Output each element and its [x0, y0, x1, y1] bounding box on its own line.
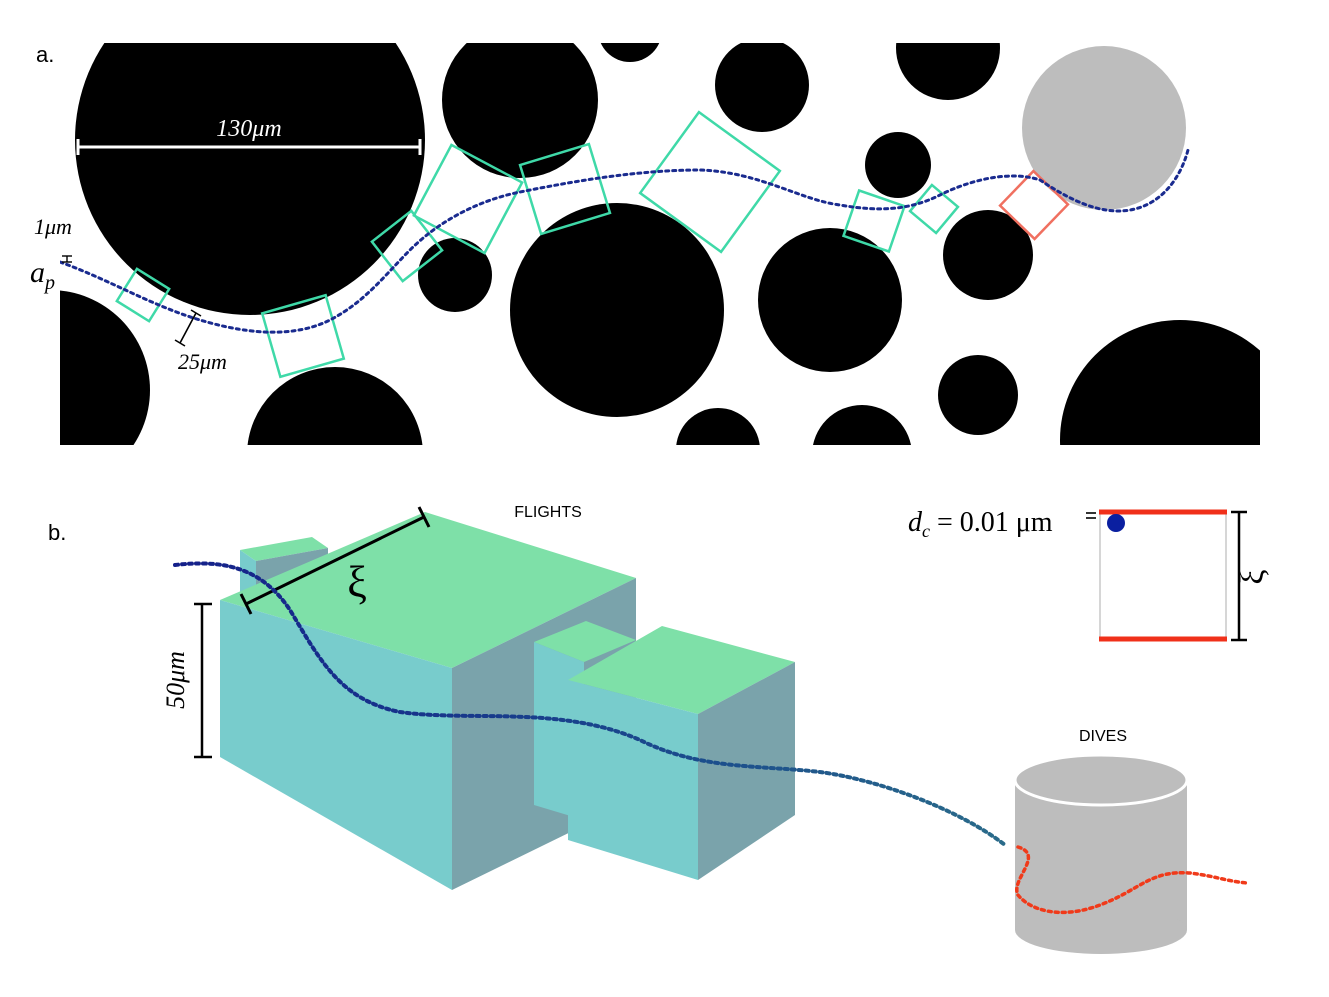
trajectory-a: [60, 148, 1190, 334]
grain: [938, 355, 1018, 435]
scale-bar-1: [62, 255, 72, 263]
flight-box: [412, 143, 524, 255]
xi-inset-label: ξ: [1234, 569, 1271, 584]
cube-top: [568, 626, 795, 714]
panel-b-label: b.: [48, 520, 66, 545]
xi-inset-bar: [1231, 510, 1247, 642]
scale-1-label: 1μm: [34, 214, 72, 239]
scale-130-label: 130μm: [216, 116, 281, 142]
grain: [813, 405, 911, 445]
flight-box: [260, 293, 346, 379]
flight-trajectory: [173, 561, 1007, 847]
grain: [247, 367, 423, 445]
dc-label: dc = 0.01 μm: [908, 507, 1053, 541]
big-block-top: [220, 512, 636, 668]
grain: [418, 238, 492, 312]
particle-radius-label: ap: [30, 256, 55, 294]
grain: [865, 132, 931, 198]
pore-space-map: [60, 43, 1260, 445]
grain: [60, 290, 150, 445]
height-label: 50μm: [161, 651, 190, 709]
grain: [510, 203, 724, 417]
flights-label: FLIGHTS: [514, 504, 582, 521]
particle-dot: [1107, 514, 1125, 532]
grain: [676, 408, 760, 445]
grain: [758, 228, 902, 372]
grain: [896, 43, 1000, 100]
flight-box: [908, 183, 960, 235]
big-block-front: [220, 600, 452, 890]
scale-bar-25: [174, 309, 202, 347]
dive-trajectory: [1015, 845, 1250, 915]
target-grain: [1022, 46, 1186, 210]
grain: [442, 43, 598, 178]
xi-block-label: ξ: [347, 558, 367, 607]
scale-bar-130: [76, 139, 422, 155]
flight-blocks: [220, 512, 795, 890]
cube-side: [698, 662, 795, 880]
dc-scale-bar: [1086, 512, 1096, 519]
flight-box: [841, 188, 907, 254]
grain: [943, 210, 1033, 300]
cylinder-bottom: [1015, 906, 1187, 954]
flight-box: [638, 110, 782, 254]
height-scale-bar: [194, 602, 212, 759]
cylinder-top: [1013, 753, 1189, 807]
small-block-top: [240, 537, 328, 561]
large-grain: [75, 43, 425, 315]
pore-inset: [1086, 509, 1247, 642]
dive-cylinder: [1013, 753, 1189, 954]
flight-box: [370, 209, 444, 283]
grain: [600, 43, 660, 62]
mid-block-top: [534, 621, 636, 662]
grain: [715, 43, 809, 132]
panel-a-label: a.: [36, 42, 54, 67]
dives-label: DIVES: [1079, 728, 1127, 745]
scale-25-label: 25μm: [178, 349, 227, 374]
cube-front: [568, 680, 698, 880]
grain: [1060, 320, 1260, 445]
